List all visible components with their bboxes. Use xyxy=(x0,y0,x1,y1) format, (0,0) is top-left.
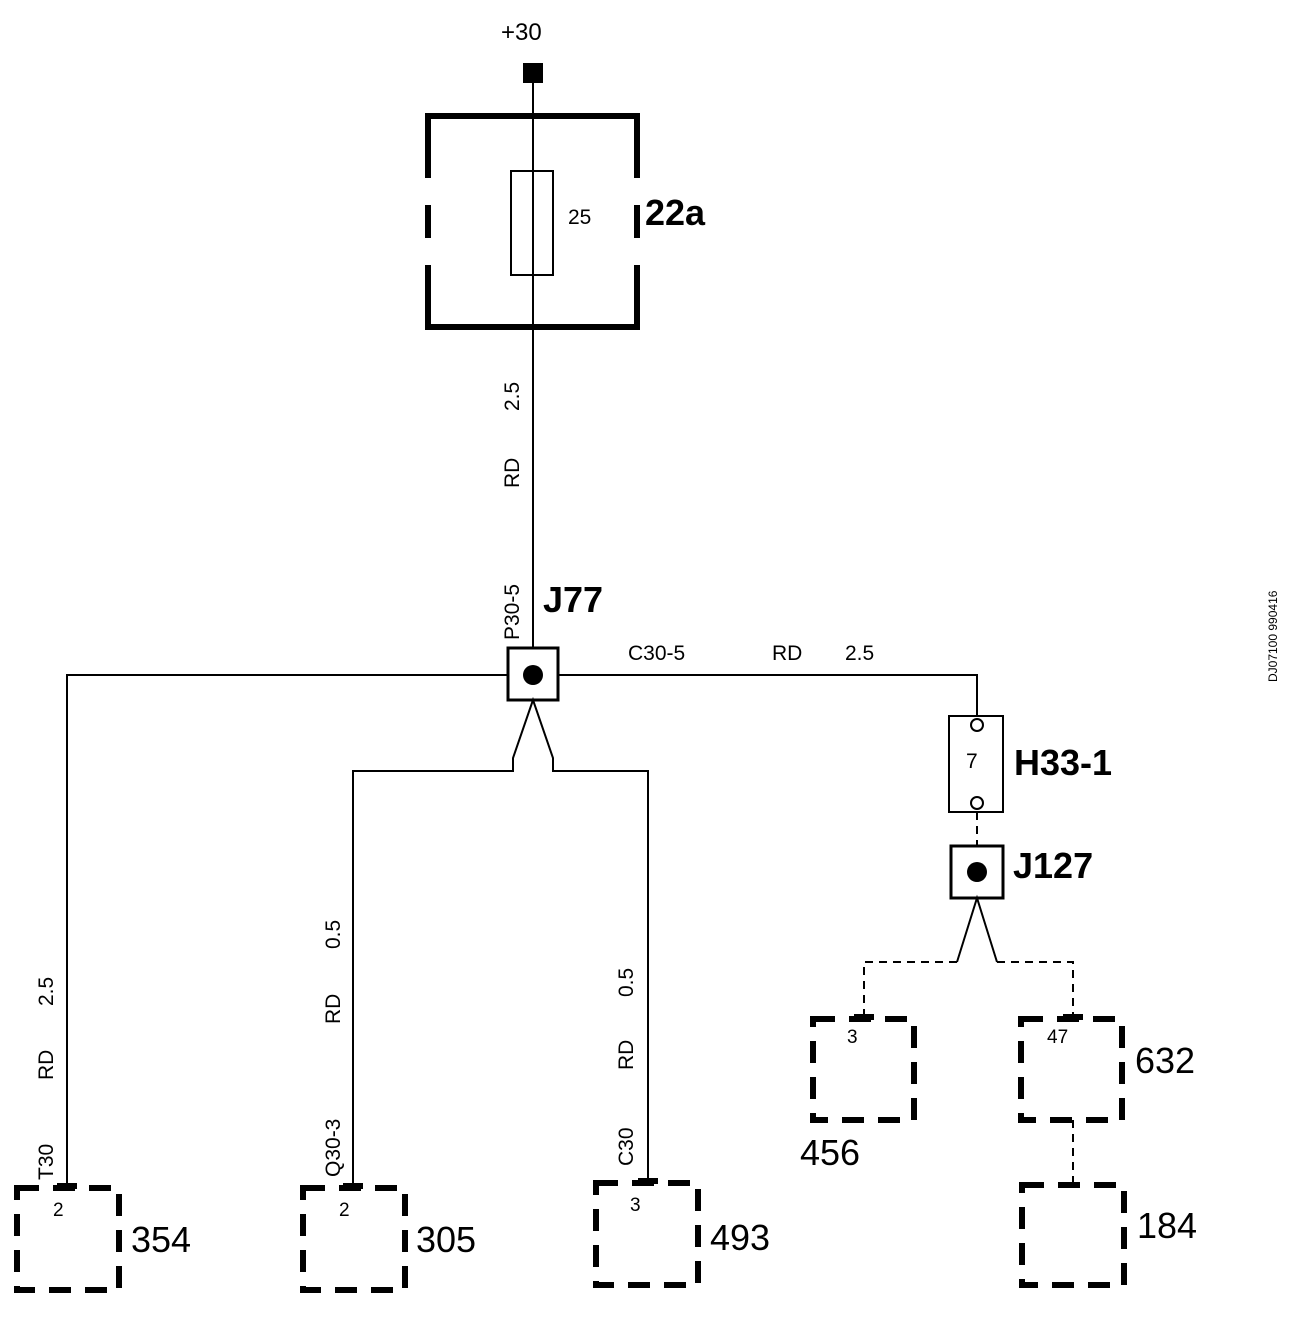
splice-j127-left-dashed xyxy=(863,961,957,1018)
j77-pin-label: P30-5 xyxy=(501,584,524,640)
component-493-box xyxy=(593,1180,701,1288)
component-184-label: 184 xyxy=(1137,1205,1197,1246)
connector-h33-pin-bottom xyxy=(970,796,984,810)
b354-pin: T30 xyxy=(35,1144,58,1180)
junction-j127-dot xyxy=(967,862,987,882)
branch-right-size: 2.5 xyxy=(845,642,874,665)
b493-pin: C30 xyxy=(615,1127,638,1166)
component-184-box xyxy=(1019,1182,1127,1288)
splice-j127-right-dashed xyxy=(997,961,1074,1018)
splice-j77 xyxy=(352,696,649,1188)
splice-j127 xyxy=(956,894,998,963)
b354-color: RD xyxy=(35,1050,58,1080)
fuse-rating: 25 xyxy=(568,206,591,229)
component-456-label: 456 xyxy=(800,1132,860,1173)
b305-size: 0.5 xyxy=(322,920,345,949)
component-354-box xyxy=(14,1185,122,1293)
connector-h33-label: H33-1 xyxy=(1014,742,1112,783)
b456-terminal: 3 xyxy=(847,1027,858,1048)
b632-terminal: 47 xyxy=(1047,1027,1068,1048)
supply-terminal xyxy=(523,63,543,83)
document-id: DJ07100 990416 xyxy=(1266,590,1280,682)
component-305-box xyxy=(300,1185,408,1293)
main-wire-color: RD xyxy=(501,458,524,488)
supply-label: +30 xyxy=(501,19,542,46)
b354-terminal: 2 xyxy=(53,1200,64,1221)
component-354-label: 354 xyxy=(131,1219,191,1260)
connector-h33-box xyxy=(948,715,1004,813)
bus-left-wire xyxy=(66,674,508,1188)
b305-pin: Q30-3 xyxy=(322,1119,345,1177)
b493-color: RD xyxy=(615,1040,638,1070)
component-493-label: 493 xyxy=(710,1217,770,1258)
component-632-box xyxy=(1018,1016,1125,1123)
component-305-label: 305 xyxy=(416,1219,476,1260)
b305-color: RD xyxy=(322,994,345,1024)
b305-terminal: 2 xyxy=(339,1200,350,1221)
junction-j77-dot xyxy=(523,665,543,685)
connector-h33-pin-top xyxy=(970,718,984,732)
junction-j77-label: J77 xyxy=(543,579,603,620)
b493-terminal: 3 xyxy=(630,1195,641,1216)
fuse-id: 22a xyxy=(645,192,706,233)
connector-h33-pin: 7 xyxy=(966,750,978,773)
component-632-label: 632 xyxy=(1135,1040,1195,1081)
b493-size: 0.5 xyxy=(615,968,638,997)
branch-right-pin: C30-5 xyxy=(628,642,685,665)
component-456-box xyxy=(810,1016,917,1123)
b354-size: 2.5 xyxy=(35,977,58,1006)
main-wire-size: 2.5 xyxy=(501,382,524,411)
junction-j127-label: J127 xyxy=(1013,845,1093,886)
bus-right-wire xyxy=(558,674,978,716)
branch-right-color: RD xyxy=(772,642,802,665)
